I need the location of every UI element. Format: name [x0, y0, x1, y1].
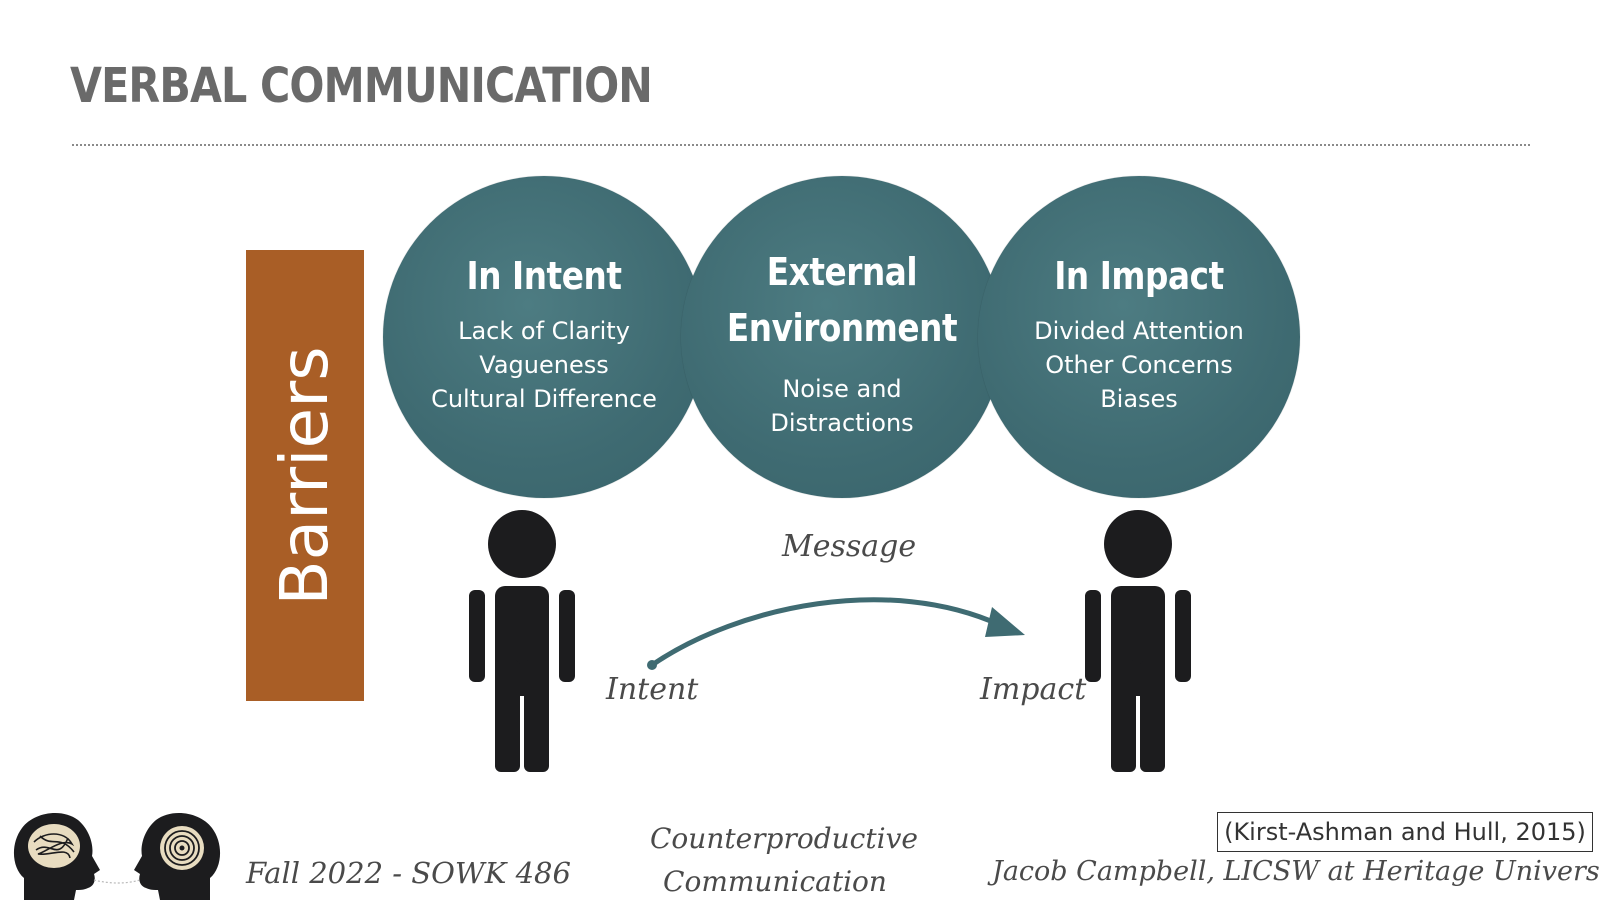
title-divider [72, 144, 1530, 146]
impact-label: Impact [980, 672, 1087, 707]
circle-items: Lack of Clarity Vagueness Cultural Diffe… [383, 314, 705, 416]
circle-item: Noise and [782, 375, 902, 403]
barriers-box: Barriers [246, 250, 364, 701]
circle-heading: Environment [726, 306, 958, 350]
circle-item: Divided Attention [1034, 317, 1244, 345]
person-icon [1085, 510, 1191, 772]
intent-label: Intent [606, 672, 699, 707]
person-icon [469, 510, 575, 772]
message-label: Message [782, 529, 917, 564]
circle-items: Noise and Distractions [681, 372, 1003, 440]
course-label: Fall 2022 - SOWK 486 [246, 856, 571, 890]
topic-line: Counterproductive [650, 822, 918, 855]
circle-heading: External [766, 250, 918, 294]
circle-external-environment: External Environment Noise and Distracti… [681, 176, 1003, 498]
slide-title: VERBAL COMMUNICATION [70, 58, 653, 114]
circle-item: Cultural Difference [431, 385, 657, 413]
circle-heading: In Intent [466, 254, 622, 298]
author-label: Jacob Campbell, LICSW at Heritage Univer… [992, 856, 1600, 887]
citation-box: (Kirst-Ashman and Hull, 2015) [1217, 812, 1593, 852]
circle-item: Vagueness [479, 351, 609, 379]
circle-in-impact: In Impact Divided Attention Other Concer… [978, 176, 1300, 498]
circle-item: Lack of Clarity [458, 317, 630, 345]
circle-in-intent: In Intent Lack of Clarity Vagueness Cult… [383, 176, 705, 498]
citation-text: (Kirst-Ashman and Hull, 2015) [1224, 818, 1586, 846]
circle-item: Biases [1100, 385, 1178, 413]
circle-item: Distractions [770, 409, 914, 437]
curved-arrow-icon [647, 597, 1025, 670]
circle-item: Other Concerns [1045, 351, 1233, 379]
barriers-label: Barriers [266, 345, 343, 606]
circle-heading: In Impact [1054, 254, 1224, 298]
topic-label: Counterproductive Communication [650, 817, 918, 903]
topic-line: Communication [663, 865, 887, 898]
circle-items: Divided Attention Other Concerns Biases [978, 314, 1300, 416]
heads-communication-icon [13, 813, 221, 900]
